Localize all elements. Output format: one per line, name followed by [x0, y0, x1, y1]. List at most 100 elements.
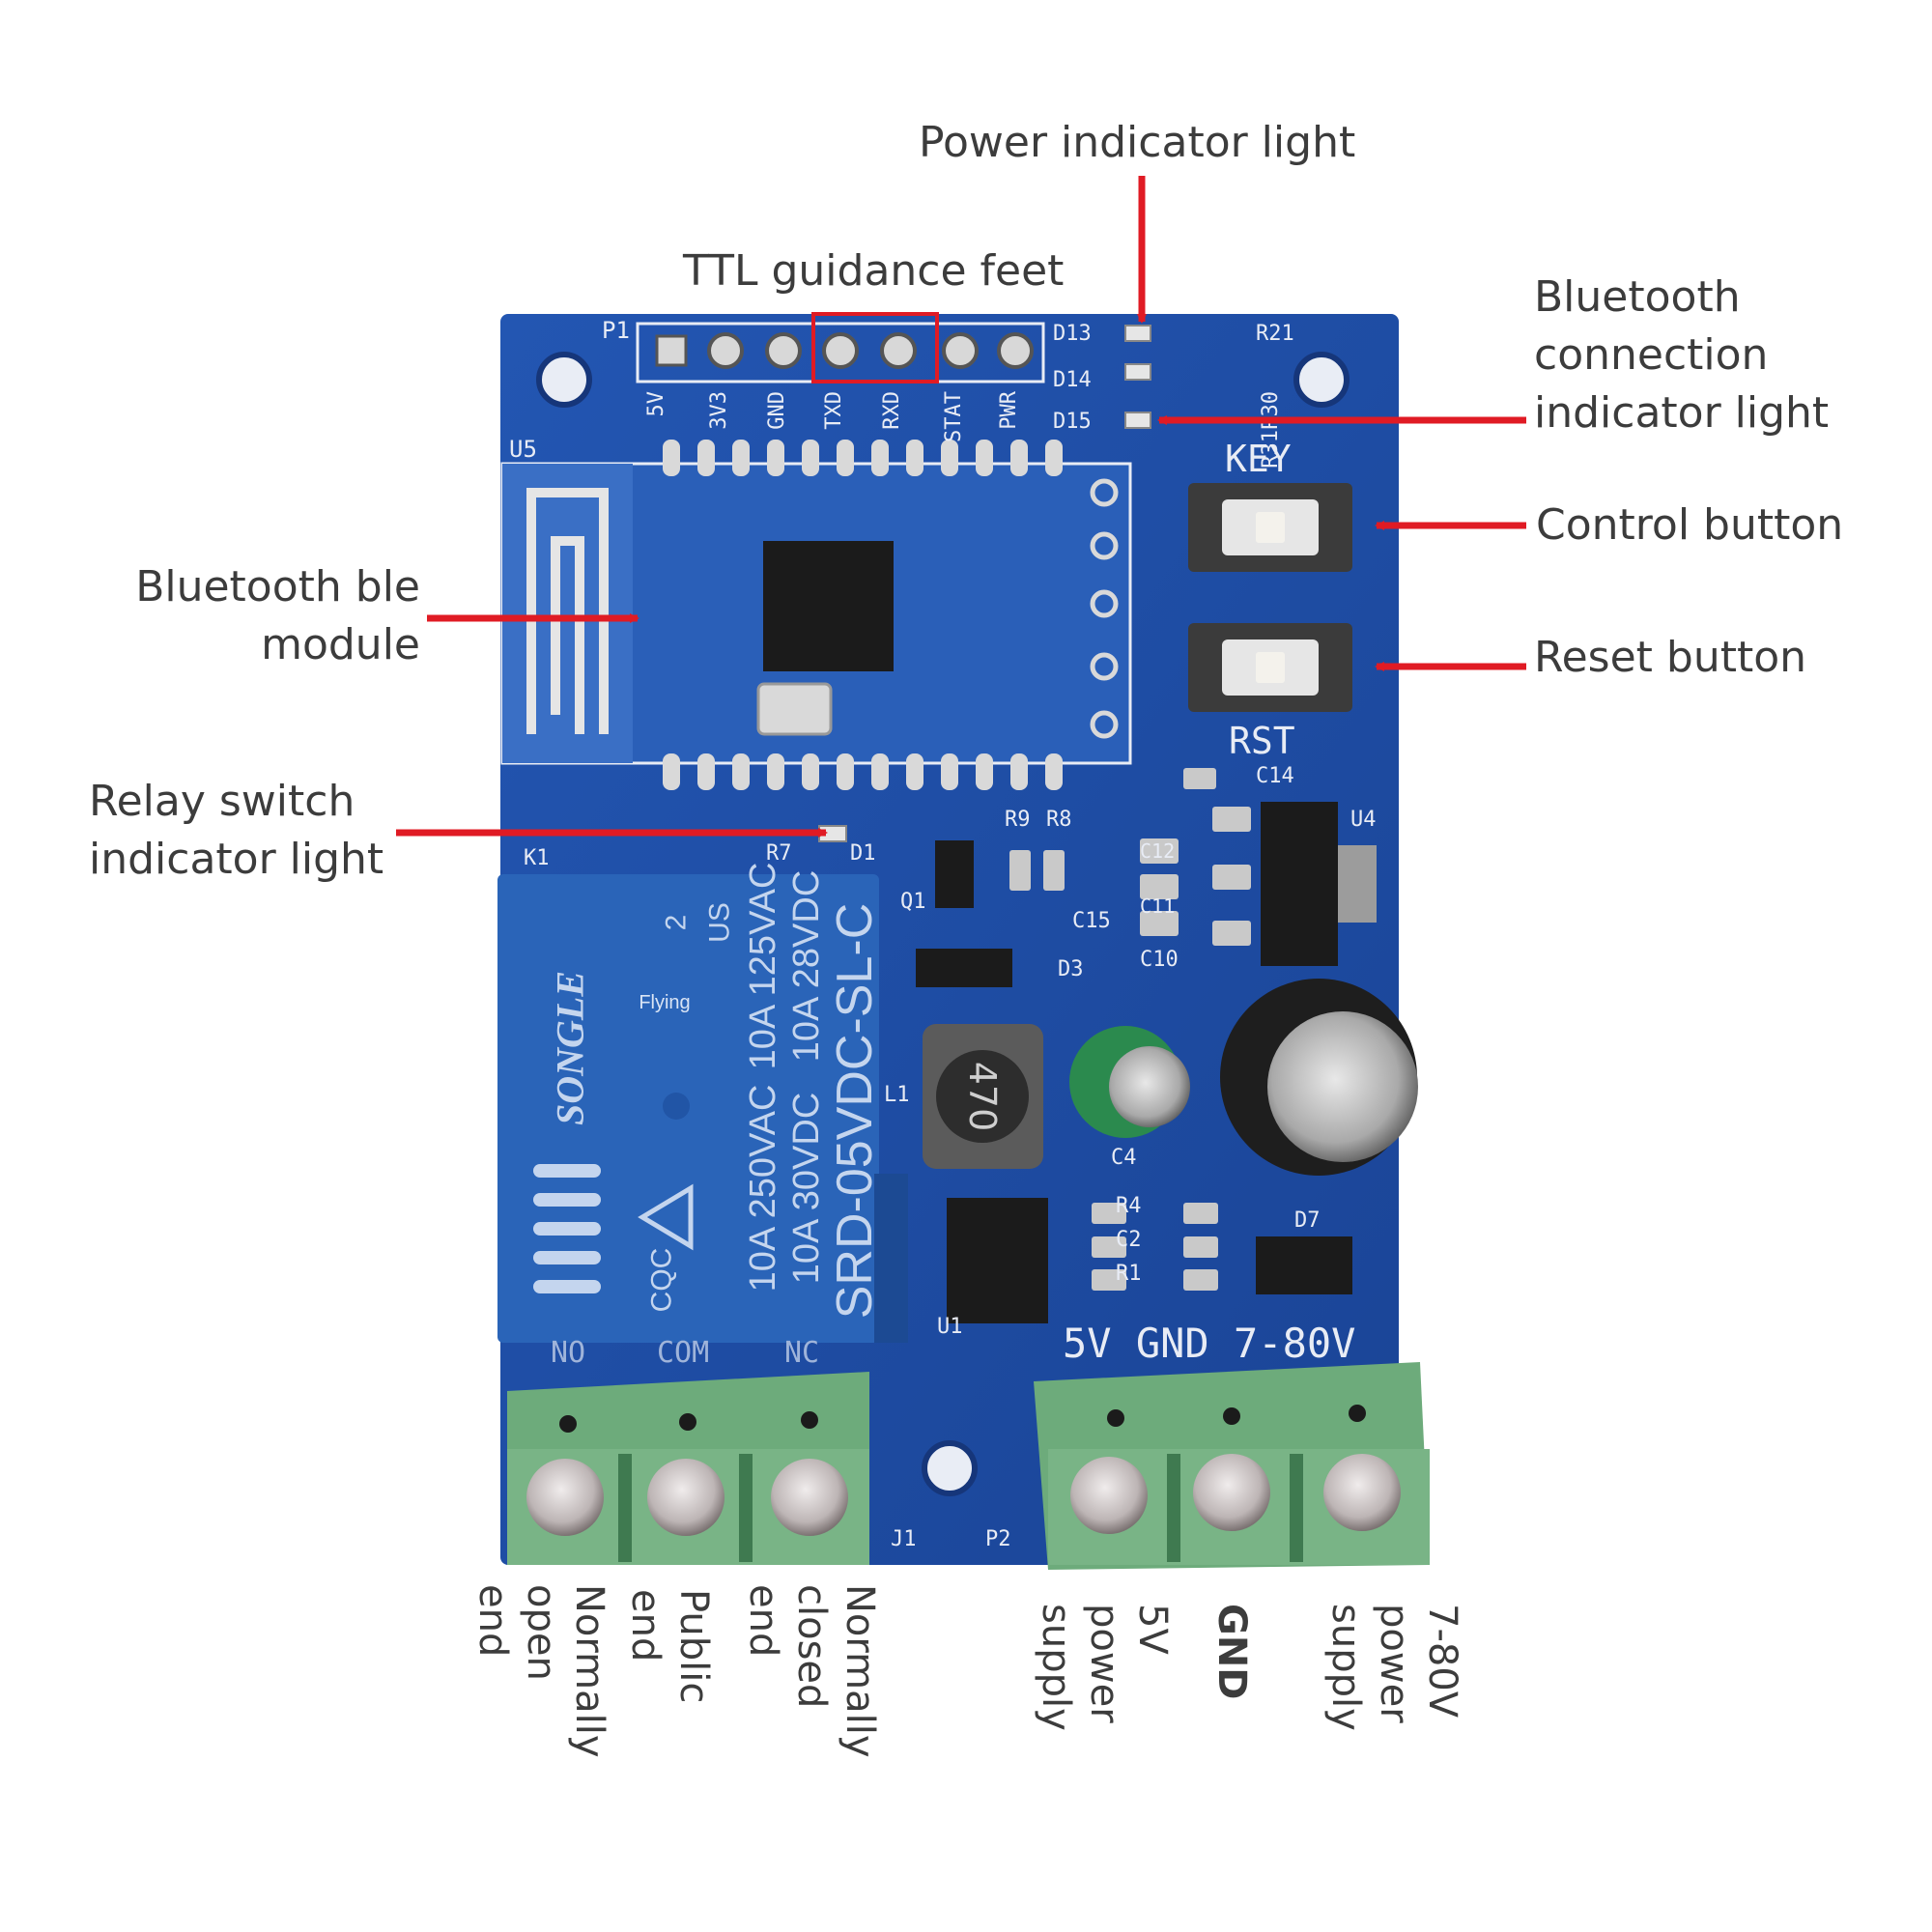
rst-button[interactable]	[1188, 623, 1352, 712]
diode-d3	[916, 949, 1012, 987]
silk-led-d13: D13	[1053, 322, 1092, 346]
ble-castellations	[663, 440, 1063, 790]
label-relay-indicator-line1: Relay switch	[89, 777, 355, 826]
silk-c4: C4	[1111, 1146, 1137, 1170]
silk-led-d14: D14	[1053, 368, 1092, 392]
label-control-button: Control button	[1536, 500, 1844, 550]
silk-r21: R21	[1256, 322, 1294, 346]
relay-dot	[663, 1093, 690, 1120]
terminal-label-normally-open: Normally open end	[469, 1584, 613, 1758]
silk-u5: U5	[509, 436, 537, 463]
silk-no: NO	[551, 1336, 585, 1370]
mount-hole	[922, 1440, 978, 1496]
relay-terminal-block[interactable]	[507, 1372, 869, 1565]
tl-780-line3: supply	[1323, 1604, 1368, 1731]
silk-c14: C14	[1256, 764, 1294, 788]
mount-hole	[1293, 352, 1350, 408]
regulator-tab	[1338, 845, 1377, 923]
tl-nc-line3: end	[741, 1584, 785, 1658]
relay-rating-3: 10A 125VAC	[743, 863, 783, 1070]
terminal-label-public: Public end	[621, 1589, 718, 1703]
label-bt-connection: Bluetooth connection indicator light	[1534, 269, 1829, 442]
terminal-label-5v: 5V power supply	[1032, 1604, 1177, 1731]
diode-d7	[1256, 1236, 1352, 1294]
silk-nc: NC	[784, 1336, 819, 1370]
silk-rst: RST	[1229, 720, 1295, 762]
label-bt-module: Bluetooth ble module	[97, 558, 420, 674]
label-bt-module-line1: Bluetooth ble	[135, 562, 420, 611]
transistor-q1	[935, 840, 974, 908]
silk-pin-pwr: PWR	[997, 390, 1021, 429]
chip-u1	[947, 1198, 1048, 1323]
tl-gnd-line1: GND	[1209, 1604, 1254, 1700]
label-power-indicator: Power indicator light	[919, 118, 1356, 167]
key-button[interactable]	[1188, 483, 1352, 572]
ble-side-pads	[1090, 478, 1119, 739]
tl-5v-line3: supply	[1034, 1604, 1078, 1731]
label-bt-connection-line1: Bluetooth	[1534, 272, 1741, 322]
ble-chip	[763, 541, 894, 671]
silk-u4: U4	[1350, 808, 1377, 832]
silk-led-d15: D15	[1053, 410, 1092, 434]
relay-mark: US	[704, 902, 736, 943]
silk-pin-gnd: GND	[765, 391, 789, 430]
silk-pin-txd: TXD	[822, 391, 846, 430]
silk-com: COM	[657, 1336, 709, 1370]
relay-variant: 2	[661, 915, 693, 931]
tl-5v-line1: 5V	[1130, 1604, 1175, 1655]
tl-5v-line2: power	[1082, 1604, 1126, 1723]
relay-cert: CQC	[646, 1248, 678, 1313]
header-pins	[655, 332, 1034, 369]
silk-c2: C2	[1116, 1228, 1142, 1252]
silk-pin-5v: 5V	[644, 391, 668, 417]
status-leds	[818, 325, 1151, 842]
regulator-u4	[1261, 802, 1338, 966]
relay-logo	[533, 1164, 601, 1293]
mount-hole	[536, 352, 592, 408]
relay-side	[874, 1174, 908, 1343]
tl-pub-line1: Public	[671, 1589, 716, 1704]
silk-r4: R4	[1116, 1194, 1142, 1218]
crystal	[756, 682, 833, 736]
silk-r31: R31	[1259, 430, 1283, 469]
label-relay-indicator: Relay switch indicator light	[89, 773, 384, 889]
silk-q1: Q1	[900, 890, 926, 914]
terminal-label-normally-closed: Normally closed end	[739, 1584, 884, 1758]
label-relay-indicator-line2: indicator light	[89, 835, 384, 884]
silk-c11: C11	[1140, 895, 1175, 918]
tl-pub-line2: end	[623, 1589, 668, 1662]
silk-r1: R1	[1116, 1262, 1142, 1286]
relay-rating-2: 10A 30VDC	[786, 1093, 827, 1285]
silk-c10: C10	[1140, 948, 1179, 972]
silk-c12: C12	[1140, 839, 1175, 863]
smd-passives	[1009, 768, 1251, 1291]
tl-780-line1: 7-80V	[1420, 1604, 1464, 1719]
power-terminal-block[interactable]	[1034, 1362, 1430, 1570]
label-bt-module-line2: module	[261, 620, 420, 669]
silk-pin-stat: STAT	[942, 391, 966, 442]
relay-rating-1: 10A 250VAC	[743, 1085, 783, 1293]
tl-nc-line1: Normally	[838, 1584, 882, 1758]
callout-arrows	[396, 176, 1526, 838]
label-ttl-guidance: TTL guidance feet	[683, 246, 1065, 296]
silk-r9: R9	[1005, 808, 1031, 832]
ble-antenna-area	[502, 464, 633, 763]
relay-model: SRD-05VDC-SL-C	[827, 903, 883, 1320]
tl-no-line1: Normally	[567, 1584, 611, 1758]
silk-r8: R8	[1046, 808, 1072, 832]
terminal-label-gnd: GND	[1208, 1604, 1256, 1700]
relay-watermark: Flying	[639, 992, 690, 1013]
antenna-trace	[526, 488, 609, 734]
silk-c15: C15	[1072, 909, 1111, 933]
silk-key: KEY	[1225, 438, 1292, 480]
silk-d7: D7	[1294, 1208, 1321, 1233]
silk-power-terminal: 5V GND 7-80V	[1063, 1320, 1355, 1367]
silk-l1: L1	[884, 1083, 910, 1107]
silk-r30: R30	[1259, 391, 1283, 430]
silk-pin-rxd: RXD	[880, 391, 904, 430]
label-reset-button: Reset button	[1534, 633, 1807, 682]
tl-no-line3: end	[470, 1584, 515, 1658]
tl-780-line2: power	[1372, 1604, 1416, 1723]
terminal-label-7-80v: 7-80V power supply	[1321, 1604, 1466, 1731]
inductor-value: 470	[961, 1062, 1004, 1132]
